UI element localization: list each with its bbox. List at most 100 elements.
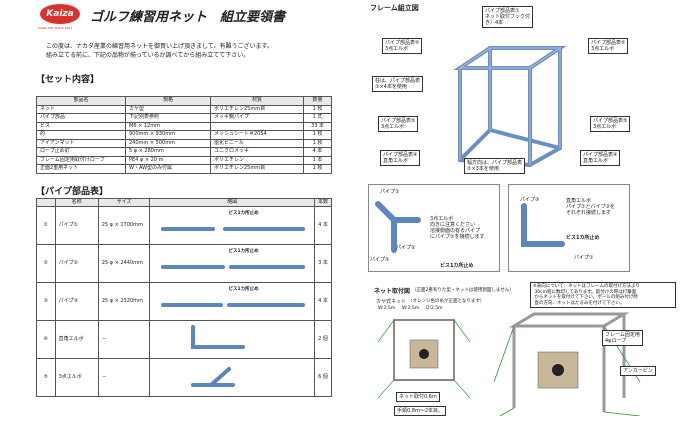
set-cell-name: ビス	[36, 121, 126, 131]
joint-detail-left	[368, 184, 500, 272]
pipe-cell-size: －	[97, 320, 151, 359]
pipe-section-title: 【パイプ部品表】	[36, 187, 109, 197]
net-dim-1: W:2.5m	[378, 306, 396, 311]
set-cell-spec: W・AW型のみ付属	[125, 164, 211, 174]
pipe-screw-note: ビス1カ所止め	[228, 211, 259, 216]
set-col-spec: 規格	[125, 96, 211, 106]
pipe-cell-name: 直角エルボ	[54, 320, 99, 359]
set-cell-material: ユニクロメッキ	[210, 147, 304, 157]
pipe-cell-qty: 2 個	[313, 320, 333, 359]
set-cell-material	[210, 121, 304, 131]
frame-label-bottom-left: パイプ部品表④ 直角エルボ	[380, 150, 421, 166]
set-cell-material: 塩化ビニール	[210, 138, 304, 148]
pipe-cell-name: パイプ③	[54, 282, 99, 321]
brand-logo: Kaiza	[40, 4, 80, 24]
frame-label-upper-right: パイプ部品表⑤ 3点エルボ	[588, 38, 629, 54]
set-cell-spec: PE4 φ × 20 m	[125, 155, 211, 165]
pipe-cell-qty: 4 本	[313, 282, 333, 321]
frame-label-bottom-center: 幅方向は、パイプ部品表 ②×3本を使用	[464, 158, 526, 174]
set-cell-qty: 1 枚	[303, 138, 332, 148]
pipe-cell-size: －	[97, 358, 151, 397]
set-cell-qty: 33 本	[303, 121, 332, 131]
pipe-col-diagram: 略図	[149, 198, 315, 207]
set-cell-name: 正面2重用ネット	[36, 164, 126, 174]
set-cell-material: ポリエチレン25mm目	[210, 104, 304, 114]
kaya-net-subtitle: （オレンジ色の糸が正面となります）	[408, 299, 485, 304]
set-cell-name: ネット	[36, 104, 126, 114]
pipe-cell-qty: 4 本	[313, 206, 333, 245]
frame-label-bottom-right: パイプ部品表④ 直角エルボ	[580, 150, 621, 166]
set-section-title: 【セット内容】	[36, 75, 100, 85]
set-cell-qty: 1 枚	[303, 164, 332, 174]
set-table-header: 部品名 規格 材質 数量	[36, 96, 332, 106]
frame-label-upper-left: パイプ部品表⑤ 3点エルボ	[382, 38, 423, 54]
pipe-col-size: サイズ	[97, 198, 151, 207]
net-section-subtitle: （正面2重有りた型・ネットは使用割図しません）	[412, 288, 514, 293]
pipe-cell-name: パイプ②	[54, 244, 99, 283]
pipe-sketch	[161, 227, 306, 231]
pipe-cell-qty: 6 個	[313, 358, 333, 397]
set-cell-spec: 5 φ × 280mm	[125, 147, 211, 157]
set-cell-spec: 900mm × 930mm	[125, 130, 211, 140]
pipe-cell-no: ②	[36, 244, 56, 283]
frame-label-middle-left: 柱は、パイプ部品表 ③×4本を使用	[372, 76, 424, 92]
set-cell-name: ロープ止め釘	[36, 147, 126, 157]
set-cell-qty: 4 本	[303, 147, 332, 157]
net-mount-note: ※表向について：ネットはフレームの取付け方法より 30cm程に数印してあります。…	[530, 282, 676, 308]
joint-detail-right	[508, 184, 630, 272]
joint-left-screw: ビス1カ所止め	[440, 263, 474, 269]
net-section-title: ネット取付図	[374, 288, 411, 295]
joint-left-pipe3: パイプ③	[370, 257, 390, 263]
frame-label-lower-right: パイプ部品表⑤ 3点エルボ	[590, 116, 631, 132]
set-cell-name: パイプ部品	[36, 113, 126, 123]
net-small-diagram	[377, 319, 471, 399]
pipe-cell-name: 3点エルボ	[54, 358, 99, 397]
set-cell-material: ポリエチレン25mm目	[210, 164, 304, 174]
intro-text: この度は、ナカダ産業の練習用ネットを御買い上げ頂きまして、有難うございます。 組…	[46, 42, 273, 60]
pipe-cell-no: ①	[36, 206, 56, 245]
pipe-cell-size: 25 φ × 2320mm	[97, 282, 151, 321]
pipe-sketch	[161, 303, 306, 307]
pipe-cell-no: ③	[36, 282, 56, 321]
pipe-sketch	[161, 265, 306, 269]
pipe-sketch	[191, 325, 246, 349]
pipe-cell-no: ④	[36, 320, 56, 359]
pipe-cell-name: パイプ①	[54, 206, 99, 245]
frame-title: フレーム組立図	[370, 4, 419, 12]
set-cell-spec: 下記別表参照	[125, 113, 211, 123]
three-way-elbow-diagram	[375, 201, 421, 253]
set-col-qty: 数量	[303, 96, 332, 106]
pipe-cell-diagram	[149, 320, 315, 359]
set-cell-spec: カヤ型	[125, 104, 211, 114]
set-cell-name: アイアンマット	[36, 138, 126, 148]
set-cell-qty: 1 式	[303, 113, 332, 123]
joint-right-pipe3: パイプ③	[520, 197, 540, 203]
pipe-cell-diagram: ビス1カ所止め	[149, 206, 315, 245]
pipe-cell-no: ⑤	[36, 358, 56, 397]
pipe-cell-diagram: ビス1カ所止め	[149, 282, 315, 321]
net-label-anchor: アンカーピン	[620, 366, 656, 376]
set-cell-spec: M6 × 12mm	[125, 121, 211, 131]
pipe-cell-qty: 3 本	[313, 244, 333, 283]
net-label-mount: ネット取付0.6m	[396, 392, 440, 402]
set-cell-spec: 240mm × 500mm	[125, 138, 211, 148]
joint-right-screw: ビス1カ所止め	[566, 235, 600, 241]
pipe-cell-diagram: ビス1カ所止め	[149, 244, 315, 283]
kaya-net-title: カヤ式ネット	[376, 299, 407, 305]
page-title: ゴルフ練習用ネット 組立要領書	[90, 10, 286, 25]
set-col-material: 材質	[210, 96, 304, 106]
joint-left-note: 3点エルボ 向きに注意ください 溶接側面の有るパイプ にパイプ②を接続します	[430, 216, 485, 240]
net-label-frame-rope: フレーム固定用 4φロープ	[602, 330, 643, 346]
joint-left-pipe2: パイプ②	[396, 245, 416, 251]
